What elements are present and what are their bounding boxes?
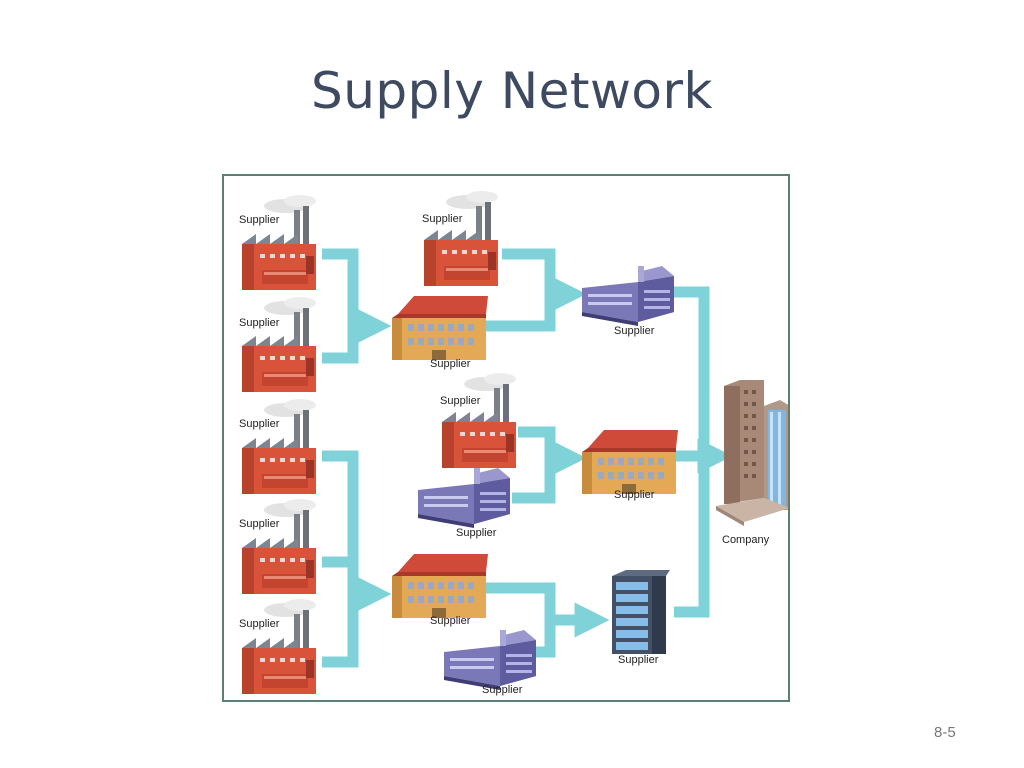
label-supplier-4: Supplier bbox=[239, 518, 280, 530]
label-supplier-1: Supplier bbox=[239, 214, 280, 226]
supplier-factory-7 bbox=[442, 373, 516, 468]
flow-arrows bbox=[322, 248, 733, 668]
label-supplier-3: Supplier bbox=[239, 418, 280, 430]
label-supplier-10: Supplier bbox=[430, 615, 471, 627]
supplier-warehouse-2 bbox=[392, 554, 488, 618]
label-supplier-5: Supplier bbox=[239, 618, 280, 630]
label-supplier-2: Supplier bbox=[239, 317, 280, 329]
page-number: 8-5 bbox=[934, 724, 956, 741]
label-supplier-12: Supplier bbox=[614, 325, 655, 337]
supplier-warehouse-1 bbox=[392, 296, 488, 360]
label-company: Company bbox=[722, 534, 770, 546]
supplier-factory-4 bbox=[242, 499, 316, 594]
arrow-group3-merge bbox=[512, 426, 556, 504]
slide-title: Supply Network bbox=[310, 62, 714, 120]
label-supplier-7: Supplier bbox=[430, 358, 471, 370]
supplier-factory-1 bbox=[242, 195, 316, 290]
label-supplier-9: Supplier bbox=[456, 527, 497, 539]
arrow-group1-merge bbox=[322, 248, 359, 364]
diagram-canvas bbox=[242, 191, 788, 694]
label-supplier-6: Supplier bbox=[422, 213, 463, 225]
supplier-office-2 bbox=[444, 630, 536, 690]
supplier-office-1 bbox=[418, 468, 510, 528]
label-supplier-11: Supplier bbox=[482, 684, 523, 696]
label-supplier-8: Supplier bbox=[440, 395, 481, 407]
supplier-factory-6 bbox=[424, 191, 498, 286]
supplier-warehouse-3 bbox=[582, 430, 678, 494]
supply-network-diagram: Supplier Supplier Supplier Supplier Supp… bbox=[222, 174, 790, 702]
supplier-office-3 bbox=[582, 266, 674, 326]
supplier-factory-5 bbox=[242, 599, 316, 694]
company-tower bbox=[716, 380, 788, 526]
label-supplier-13: Supplier bbox=[614, 489, 655, 501]
supplier-factory-3 bbox=[242, 399, 316, 494]
supplier-glass-office bbox=[612, 570, 670, 654]
label-supplier-14: Supplier bbox=[618, 654, 659, 666]
supplier-factory-2 bbox=[242, 297, 316, 392]
